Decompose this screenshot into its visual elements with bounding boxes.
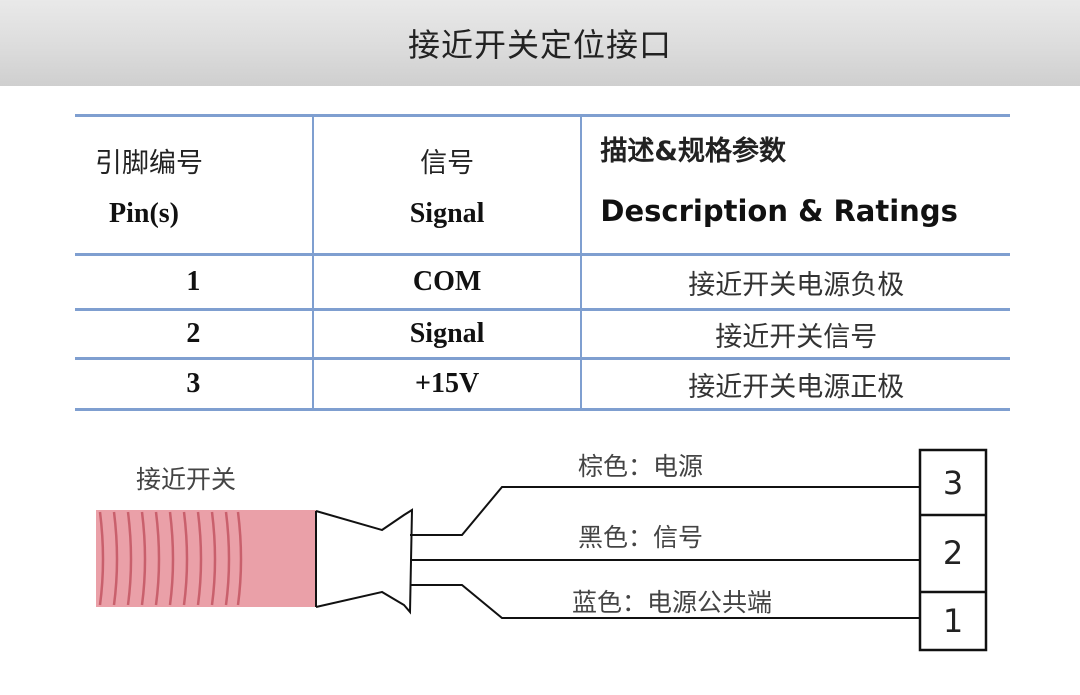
pin-cell: 3 bbox=[75, 357, 313, 411]
terminal-1: 1 bbox=[943, 602, 963, 640]
sensor-housing bbox=[96, 510, 316, 607]
wire-label-black: 黑色：信号 bbox=[578, 523, 703, 552]
signal-cell: COM bbox=[311, 253, 582, 311]
header-signal-cn: 信号 bbox=[420, 147, 475, 179]
terminal-block: 3 2 1 bbox=[918, 448, 988, 652]
sensor-body bbox=[96, 510, 316, 607]
sensor-thread-stripes bbox=[98, 511, 243, 606]
pin-table: 引脚编号 Pin(s) 信号 Signal 描述&规格参数 Descriptio… bbox=[75, 114, 1010, 411]
page-title: 接近开关定位接口 bbox=[407, 26, 672, 64]
pin-number: 1 bbox=[186, 266, 201, 297]
header-signal: 信号 Signal bbox=[311, 114, 582, 256]
desc-cell: 接近开关电源正极 bbox=[580, 357, 1010, 411]
blue-wire bbox=[410, 584, 920, 619]
cable-connector bbox=[315, 508, 414, 615]
signal-name: Signal bbox=[409, 318, 485, 349]
header-signal-en: Signal bbox=[409, 197, 485, 229]
pin-cell: 1 bbox=[75, 253, 313, 311]
desc-cell: 接近开关信号 bbox=[580, 308, 1010, 360]
pin-number: 2 bbox=[186, 318, 201, 349]
pin-number: 3 bbox=[186, 368, 201, 399]
terminal-block-outline bbox=[918, 448, 988, 652]
pin-cell: 2 bbox=[75, 308, 313, 360]
table-row: 3 +15V 接近开关电源正极 bbox=[75, 357, 1010, 411]
wire-label-blue: 蓝色：电源公共端 bbox=[572, 588, 772, 617]
header-pin-cn: 引脚编号 bbox=[95, 147, 203, 179]
terminal-2: 2 bbox=[943, 534, 963, 572]
signal-name: +15V bbox=[415, 368, 480, 399]
header-pin-en: Pin(s) bbox=[109, 197, 179, 229]
desc-cell: 接近开关电源负极 bbox=[580, 253, 1010, 311]
pin-description: 接近开关电源负极 bbox=[688, 269, 905, 301]
header-description: 描述&规格参数 Description & Ratings bbox=[580, 114, 1010, 256]
wires bbox=[410, 486, 920, 619]
table-header-row: 引脚编号 Pin(s) 信号 Signal 描述&规格参数 Descriptio… bbox=[75, 114, 1010, 256]
signal-cell: +15V bbox=[311, 357, 582, 411]
signal-cell: Signal bbox=[311, 308, 582, 360]
header-pin: 引脚编号 Pin(s) bbox=[75, 114, 313, 256]
brown-wire bbox=[410, 486, 920, 536]
table-row: 1 COM 接近开关电源负极 bbox=[75, 253, 1010, 311]
wire-label-brown: 棕色：电源 bbox=[578, 452, 703, 481]
table-row: 2 Signal 接近开关信号 bbox=[75, 308, 1010, 360]
signal-name: COM bbox=[412, 266, 482, 297]
pin-description: 接近开关信号 bbox=[715, 321, 878, 353]
terminal-3: 3 bbox=[943, 464, 963, 502]
pin-description: 接近开关电源正极 bbox=[688, 371, 905, 403]
header-desc-cn: 描述&规格参数 bbox=[600, 136, 786, 167]
title-bar: 接近开关定位接口 bbox=[0, 0, 1080, 86]
header-desc-en: Description & Ratings bbox=[600, 194, 958, 228]
sensor-label: 接近开关 bbox=[136, 465, 236, 494]
